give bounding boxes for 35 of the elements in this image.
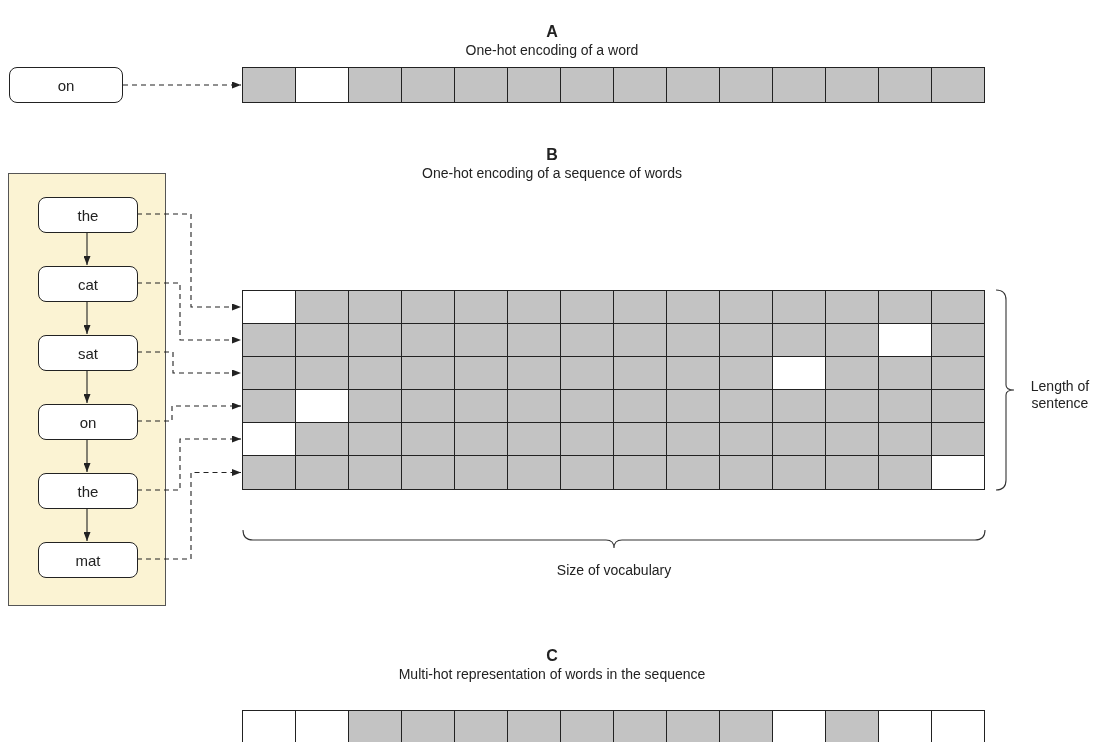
word-box: sat <box>38 335 138 371</box>
dashed-arrow <box>136 435 242 491</box>
word-box: on <box>9 67 123 103</box>
arrow <box>83 231 91 266</box>
dashed-arrow <box>136 282 242 344</box>
vector-row <box>242 290 985 324</box>
vector-row <box>242 356 985 390</box>
dashed-arrow <box>122 81 242 89</box>
vector-row <box>242 455 985 490</box>
arrow <box>83 438 91 473</box>
dashed-arrow <box>136 469 242 560</box>
vector-row <box>242 710 985 742</box>
dashed-arrow <box>136 213 242 311</box>
section-letter: C <box>546 646 558 666</box>
sequence-panel <box>8 173 166 606</box>
vector-row <box>242 422 985 456</box>
brace-label: Length of sentence <box>1029 378 1091 412</box>
arrow <box>83 507 91 542</box>
vector-row <box>242 389 985 423</box>
arrow <box>83 300 91 335</box>
word-box: the <box>38 473 138 509</box>
dashed-arrow <box>136 402 242 422</box>
dashed-arrow <box>136 351 242 377</box>
word-box: on <box>38 404 138 440</box>
word-box: cat <box>38 266 138 302</box>
vector-row <box>242 67 985 103</box>
word-box: the <box>38 197 138 233</box>
arrow <box>83 369 91 404</box>
brace-label: Size of vocabulary <box>556 562 672 579</box>
section-letter: A <box>546 22 558 42</box>
word-box: mat <box>38 542 138 578</box>
section-title: Multi-hot representation of words in the sequence <box>398 666 706 683</box>
section-letter: B <box>546 145 558 165</box>
section-title: One-hot encoding of a sequence of words <box>422 165 682 182</box>
vector-row <box>242 323 985 357</box>
